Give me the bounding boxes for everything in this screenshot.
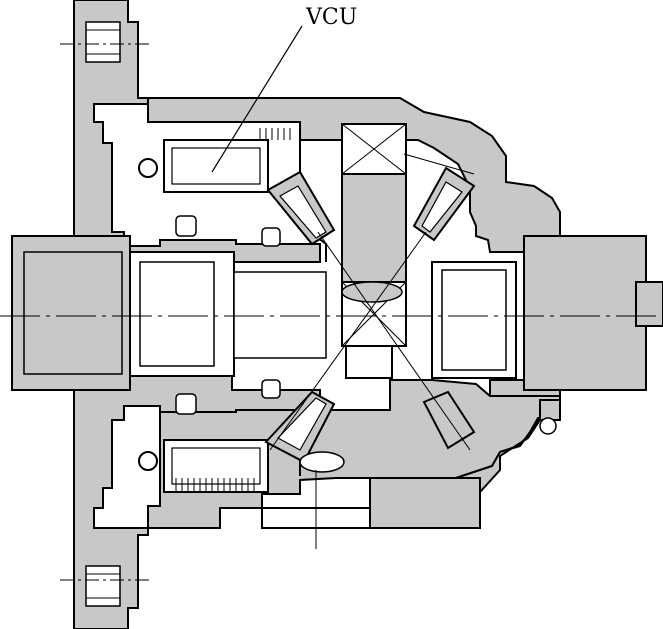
vcu-lower-plate-hatch xyxy=(175,478,255,492)
right-shaft-step xyxy=(635,281,663,327)
pinion-shaft-column xyxy=(341,173,407,283)
upper-bearing-ball xyxy=(138,158,158,178)
lower-bearing-ball xyxy=(138,451,158,471)
construction-lines xyxy=(0,43,663,581)
lower-pinion-cap xyxy=(299,451,345,473)
pinion-center-ball xyxy=(341,281,403,303)
left-side-gear-inner xyxy=(139,261,215,367)
left-shaft-bore xyxy=(23,251,123,375)
upper-bolt-hole xyxy=(85,21,121,63)
vcu-lower-inner xyxy=(171,447,261,485)
seal-ring-upper-right xyxy=(261,227,281,247)
lower-outer-housing xyxy=(370,399,561,494)
lower-right-bolt xyxy=(539,417,557,435)
vcu-leader-line xyxy=(211,25,303,173)
seal-ring-lower-left xyxy=(175,393,197,415)
pinion-shaft-lower xyxy=(345,345,393,379)
output-shaft xyxy=(233,271,327,359)
right-shaft-hub xyxy=(523,235,647,391)
lower-case-bottom xyxy=(369,477,481,529)
vcu-upper-plate-hatch xyxy=(259,128,291,140)
vcu-label: VCU xyxy=(305,5,357,30)
seal-ring-lower-right xyxy=(261,379,281,399)
right-side-gear-inner xyxy=(441,269,507,371)
lower-bolt-hole xyxy=(85,565,121,607)
vcu-upper-inner xyxy=(171,147,261,185)
seal-ring-upper-left xyxy=(175,215,197,237)
